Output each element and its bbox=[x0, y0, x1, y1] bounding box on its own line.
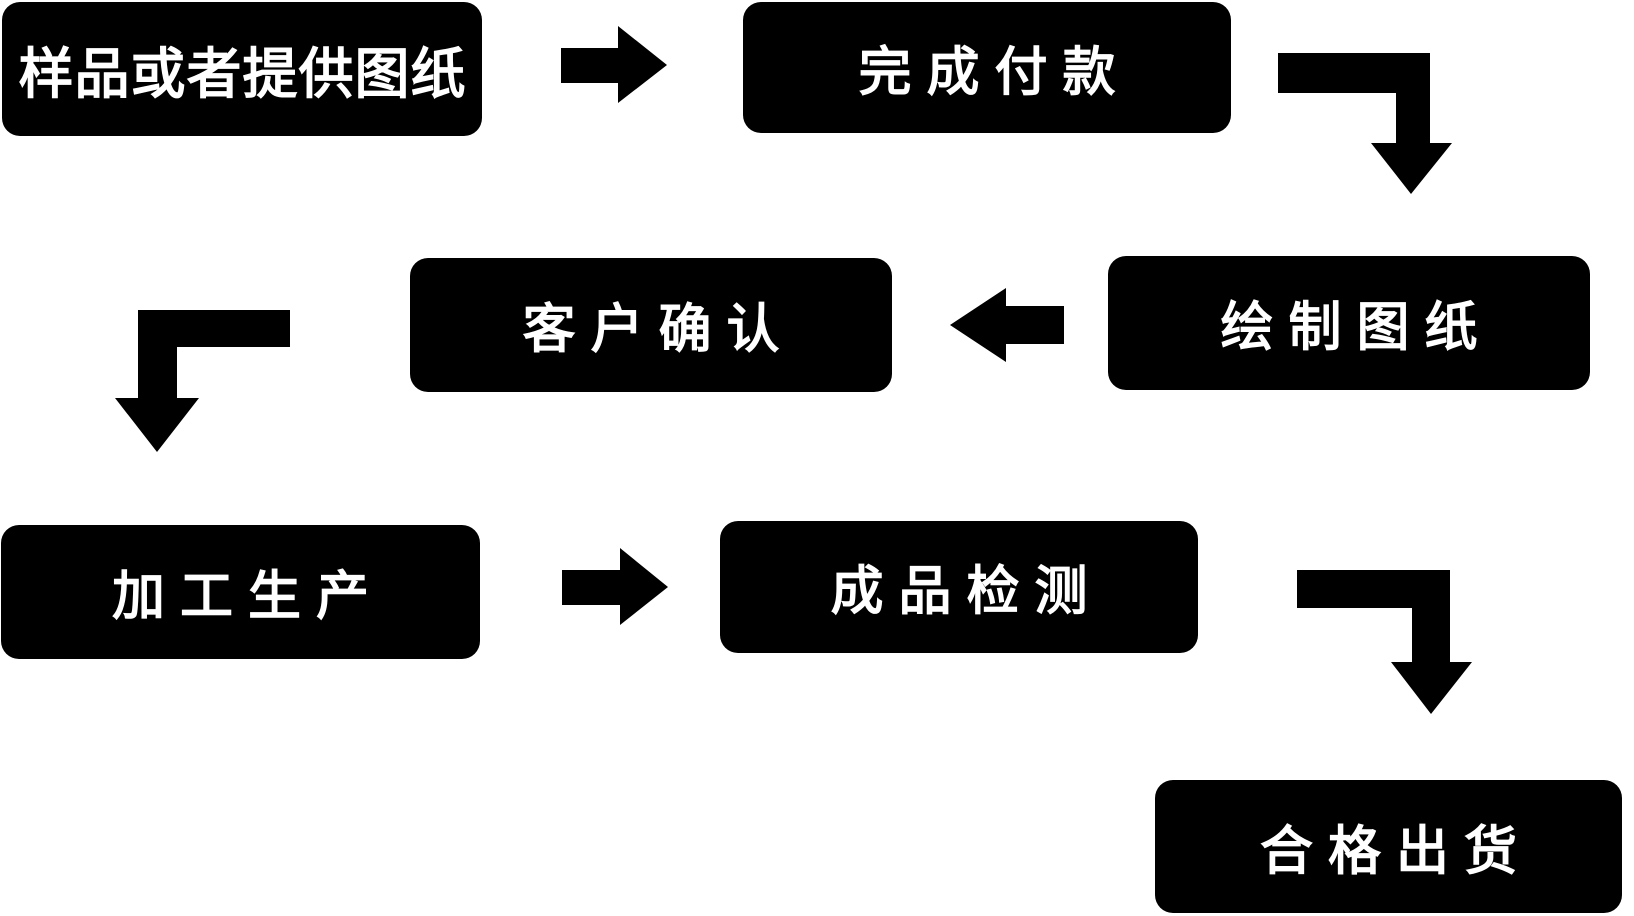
right-arrow-icon bbox=[562, 548, 668, 625]
flow-node-label: 绘制图纸 bbox=[1220, 298, 1493, 357]
flow-node-customer-confirm: 客户确认 bbox=[410, 258, 892, 392]
flow-node-label: 合格出货 bbox=[1260, 821, 1532, 881]
flow-node-sample-or-provide-drawing: 样品或者提供图纸 bbox=[2, 2, 482, 136]
elbow-left-down-arrow-icon bbox=[115, 310, 290, 452]
flow-node-finished-product-inspection: 成品检测 bbox=[720, 521, 1198, 653]
flow-node-label: 客户确认 bbox=[522, 300, 795, 359]
flow-node-draw-drawing: 绘制图纸 bbox=[1108, 256, 1590, 390]
flow-node-label: 加工生产 bbox=[112, 567, 384, 626]
elbow-right-down-arrow-icon bbox=[1297, 570, 1472, 714]
elbow-right-down-arrow-icon bbox=[1278, 53, 1452, 194]
flow-node-label: 样品或者提供图纸 bbox=[18, 43, 467, 105]
flow-node-label: 成品检测 bbox=[830, 562, 1103, 621]
right-arrow-icon bbox=[561, 26, 667, 103]
flow-node-qualified-shipment: 合格出货 bbox=[1155, 780, 1622, 913]
left-arrow-icon bbox=[950, 288, 1064, 362]
flow-node-label: 完成付款 bbox=[858, 42, 1131, 102]
flow-node-processing-production: 加工生产 bbox=[1, 525, 480, 659]
flow-node-complete-payment: 完成付款 bbox=[743, 2, 1231, 133]
